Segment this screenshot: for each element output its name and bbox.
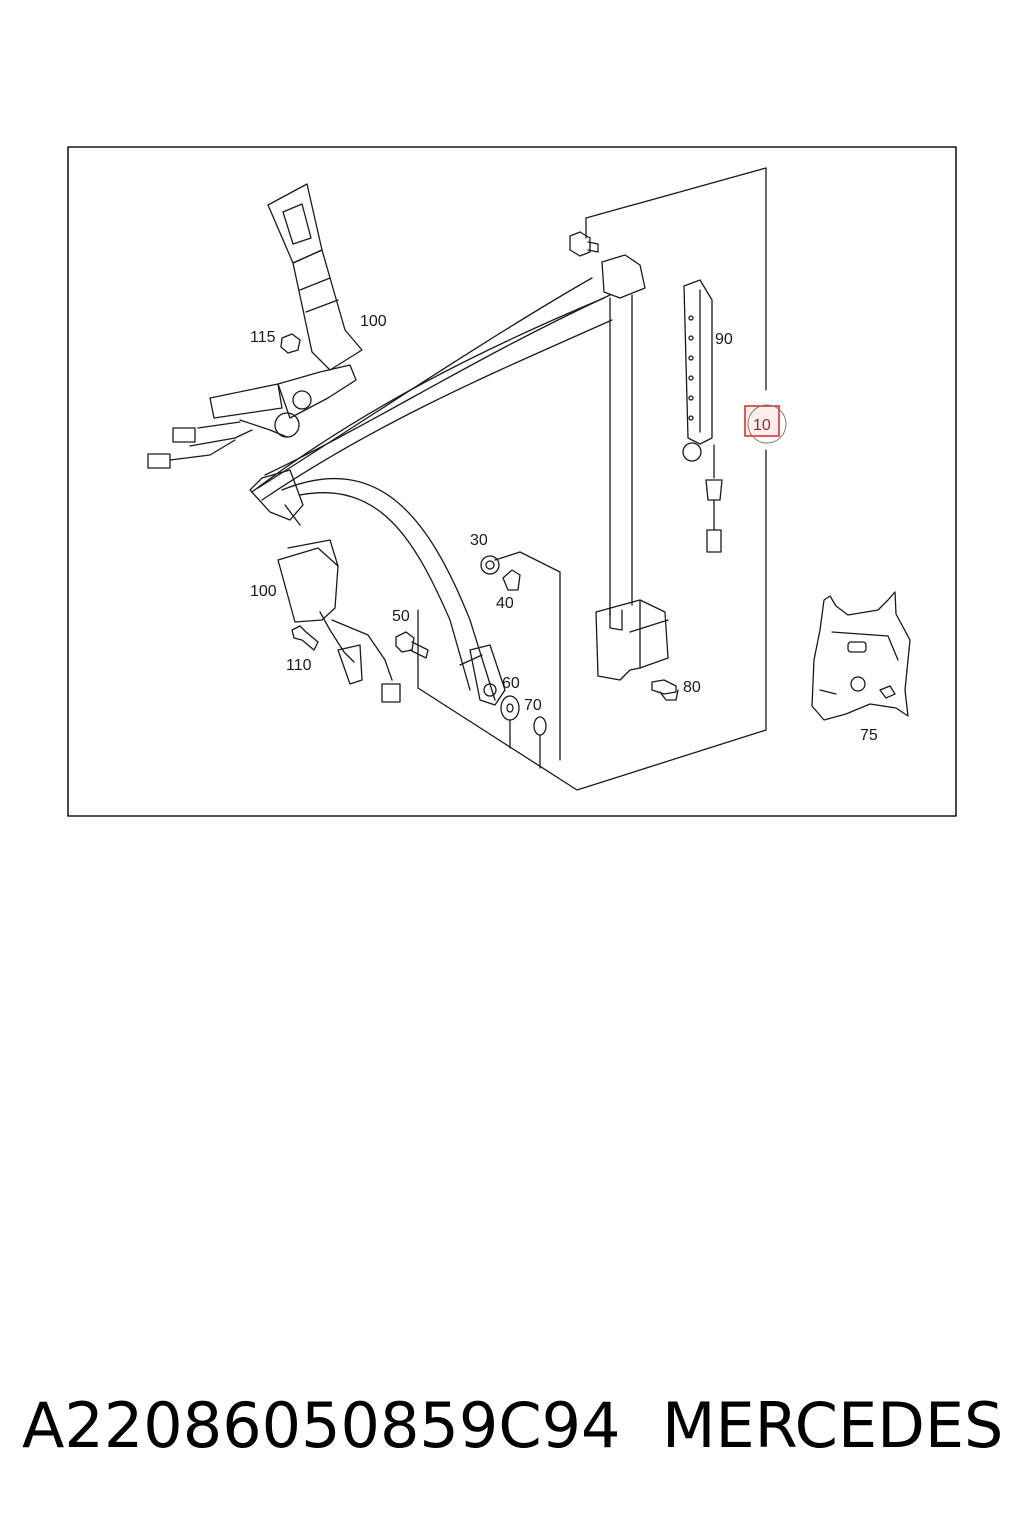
b-pillar-panel (417, 167, 767, 791)
callout-30: 30 (470, 532, 488, 549)
part-footer: A22086050859C94 MERCEDES (22, 1378, 1012, 1474)
callout-40: 40 (496, 595, 514, 612)
nut-part-115 (280, 333, 301, 354)
callout-50: 50 (392, 608, 410, 625)
buckle-upper-part-100 (147, 183, 363, 469)
brand-name: MERCEDES (662, 1389, 1004, 1462)
height-adjuster-part-90 (682, 279, 723, 553)
callout-80: 80 (683, 679, 701, 696)
diagram-border (67, 146, 957, 817)
highlighted-callout-10[interactable] (744, 404, 787, 444)
parts-diagram: 115 100 90 10 30 40 100 50 110 60 70 80 … (67, 146, 957, 817)
callout-labels: 115 100 90 10 30 40 100 50 110 60 70 80 … (250, 313, 878, 744)
retractor-assembly (595, 254, 669, 681)
belt-webbing (249, 277, 613, 706)
callout-115: 115 (250, 329, 276, 346)
buckle-lower-part-100 (277, 539, 401, 703)
callout-100-lower: 100 (250, 583, 277, 600)
callout-90: 90 (715, 331, 733, 348)
callout-70: 70 (524, 697, 542, 714)
part-number: A22086050859C94 (22, 1389, 621, 1462)
spacer-part-70 (533, 716, 547, 769)
bolt-part-110 (291, 625, 319, 651)
callout-75: 75 (860, 727, 878, 744)
washer-part-30 (480, 555, 500, 575)
bracket-part-75 (811, 591, 911, 721)
callout-100-upper: 100 (360, 313, 387, 330)
callout-10: 10 (753, 417, 771, 434)
bolt-part-80 (651, 679, 679, 701)
callout-60: 60 (502, 675, 520, 692)
bolt-top (569, 231, 599, 257)
washer-part-60 (500, 695, 520, 749)
bolt-part-50 (395, 631, 429, 659)
bracket-line (494, 551, 561, 761)
callout-110: 110 (286, 657, 312, 674)
seatbelt-exploded-view: 115 100 90 10 30 40 100 50 110 60 70 80 … (67, 146, 957, 817)
bolt-part-40 (502, 569, 521, 591)
